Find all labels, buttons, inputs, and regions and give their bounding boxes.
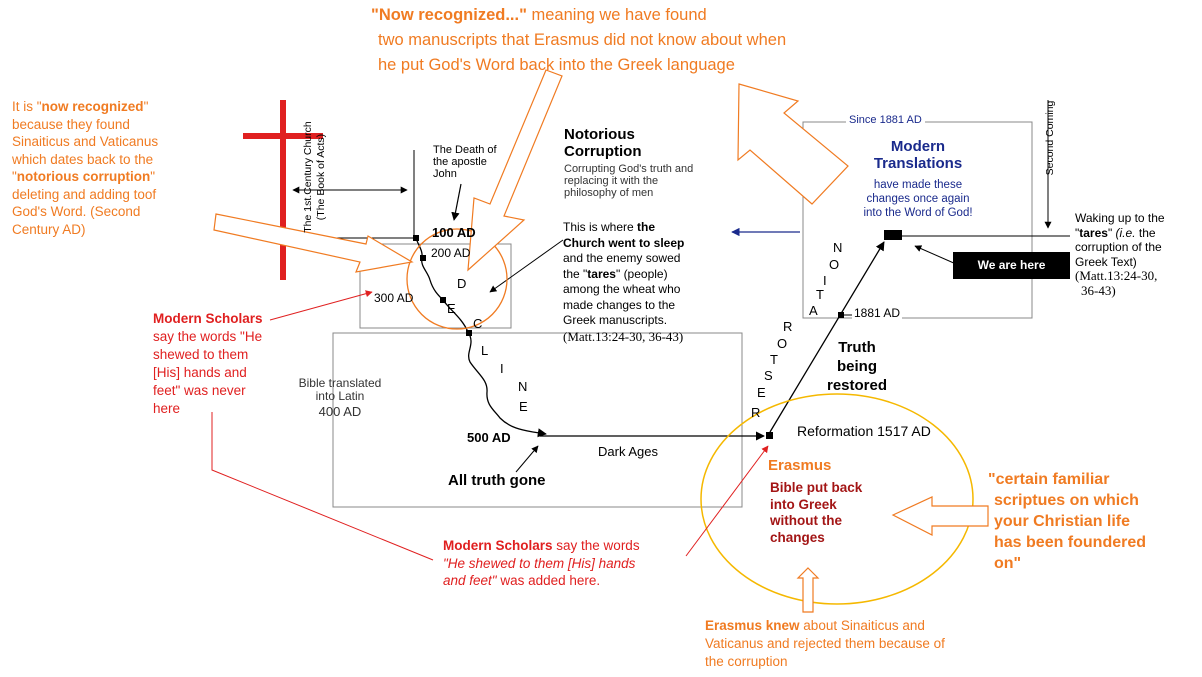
modern-translations-subtitle: have made these changes once again into …	[863, 179, 973, 219]
death-john-arrow	[451, 183, 462, 221]
church-label: The 1st.Century Church (The Book of Acts…	[302, 121, 327, 233]
decline-letter: N	[518, 379, 528, 394]
modern-pointer-arrow	[737, 83, 849, 205]
decline-arrow-tail	[532, 428, 547, 438]
top-note-line1: "Now recognized..." meaning we have foun…	[371, 6, 707, 24]
decline-letter: I	[500, 361, 504, 376]
corruption-circle	[406, 228, 508, 330]
restoration-letter: E	[757, 385, 766, 400]
decline-letter: E	[447, 301, 456, 316]
cross-icon	[243, 100, 323, 280]
left-note: It is "now recognized" because they foun…	[12, 99, 159, 237]
decline-letter: L	[481, 343, 489, 358]
marker-300ad	[440, 297, 446, 303]
modern-translations-title: Modern Translations	[873, 138, 963, 172]
marker-reformation	[766, 432, 773, 439]
marker-1881ad	[838, 312, 844, 318]
scholars-bottom-note: Modern Scholars say the words "He shewed…	[443, 538, 640, 588]
truth-gone-arrow	[515, 445, 539, 473]
label-300ad: 300 AD	[374, 291, 414, 305]
we-are-here-badge: We are here	[953, 252, 1070, 279]
sleep-arrow	[489, 239, 564, 293]
restoration-letter: T	[770, 352, 778, 367]
erasmus-knew-note: Erasmus knew about Sinaiticus and Vatica…	[705, 618, 945, 669]
restoration-letter: T	[816, 287, 824, 302]
top-note-line3: he put God's Word back into the Greek la…	[378, 56, 735, 74]
since-1881-label: Since 1881 AD	[846, 114, 925, 127]
early-centuries-box	[359, 243, 512, 329]
label-truth-restored: Truth being restored	[826, 339, 888, 394]
label-200ad: 200 AD	[431, 246, 471, 260]
marker-400ad	[466, 330, 472, 336]
scholars-bottom-pointer	[685, 445, 769, 557]
notorious-subtitle: Corrupting God's truth and replacing it …	[564, 163, 694, 199]
familiar-scriptures-note: "certain familiar scriptues on which you…	[988, 471, 1147, 572]
label-100ad: 100 AD	[432, 225, 476, 240]
restoration-letter: R	[751, 405, 761, 420]
left-note-arrow	[213, 213, 414, 273]
decline-letter: C	[473, 316, 483, 331]
restoration-letter: O	[829, 257, 840, 272]
death-apostle-label: The Death of the apostle John	[433, 144, 497, 180]
restoration-letter: N	[833, 240, 843, 255]
decline-path	[415, 237, 534, 433]
scholars-left-note: Modern Scholars say the words "He shewed…	[153, 311, 263, 416]
marker-200ad	[420, 255, 426, 261]
label-all-truth-gone: All truth gone	[448, 472, 546, 489]
church-sleep-note: This is where the Church went to sleep a…	[563, 220, 685, 344]
familiar-arrow	[891, 496, 989, 536]
top-note-line2: two manuscripts that Erasmus did not kno…	[378, 31, 787, 49]
decline-letter: D	[457, 276, 467, 291]
label-reformation: Reformation 1517 AD	[797, 423, 931, 439]
label-1881ad: 1881 AD	[852, 306, 903, 321]
notorious-title: Notorious Corruption	[564, 126, 642, 160]
erasmus-knew-arrow	[796, 567, 820, 613]
dark-ages-box	[332, 332, 743, 508]
erasmus-bible-note: Bible put back into Greek without the ch…	[770, 480, 863, 545]
label-500ad: 500 AD	[467, 430, 511, 445]
restoration-letter: R	[783, 319, 793, 334]
restoration-letter: I	[823, 273, 827, 288]
restoration-letter: S	[764, 368, 773, 383]
we-are-here-arrow	[914, 245, 957, 265]
top-note-arrow	[467, 69, 563, 272]
restoration-letter: A	[809, 303, 818, 318]
decline-letter: E	[519, 399, 528, 414]
restoration-letter: O	[777, 336, 788, 351]
scholars-connector	[211, 412, 434, 561]
erasmus-circle	[700, 393, 974, 605]
present-marker	[884, 230, 902, 240]
erasmus-name: Erasmus	[768, 457, 832, 474]
label-dark-ages: Dark Ages	[598, 444, 658, 459]
latin-bible-label: Bible translated into Latin 400 AD	[298, 376, 382, 419]
scholars-left-pointer	[269, 290, 373, 321]
waking-note: Waking up to the "tares" (i.e. the corru…	[1075, 211, 1165, 298]
marker-100ad	[413, 235, 419, 241]
second-coming-label: Second Coming	[1043, 100, 1056, 176]
